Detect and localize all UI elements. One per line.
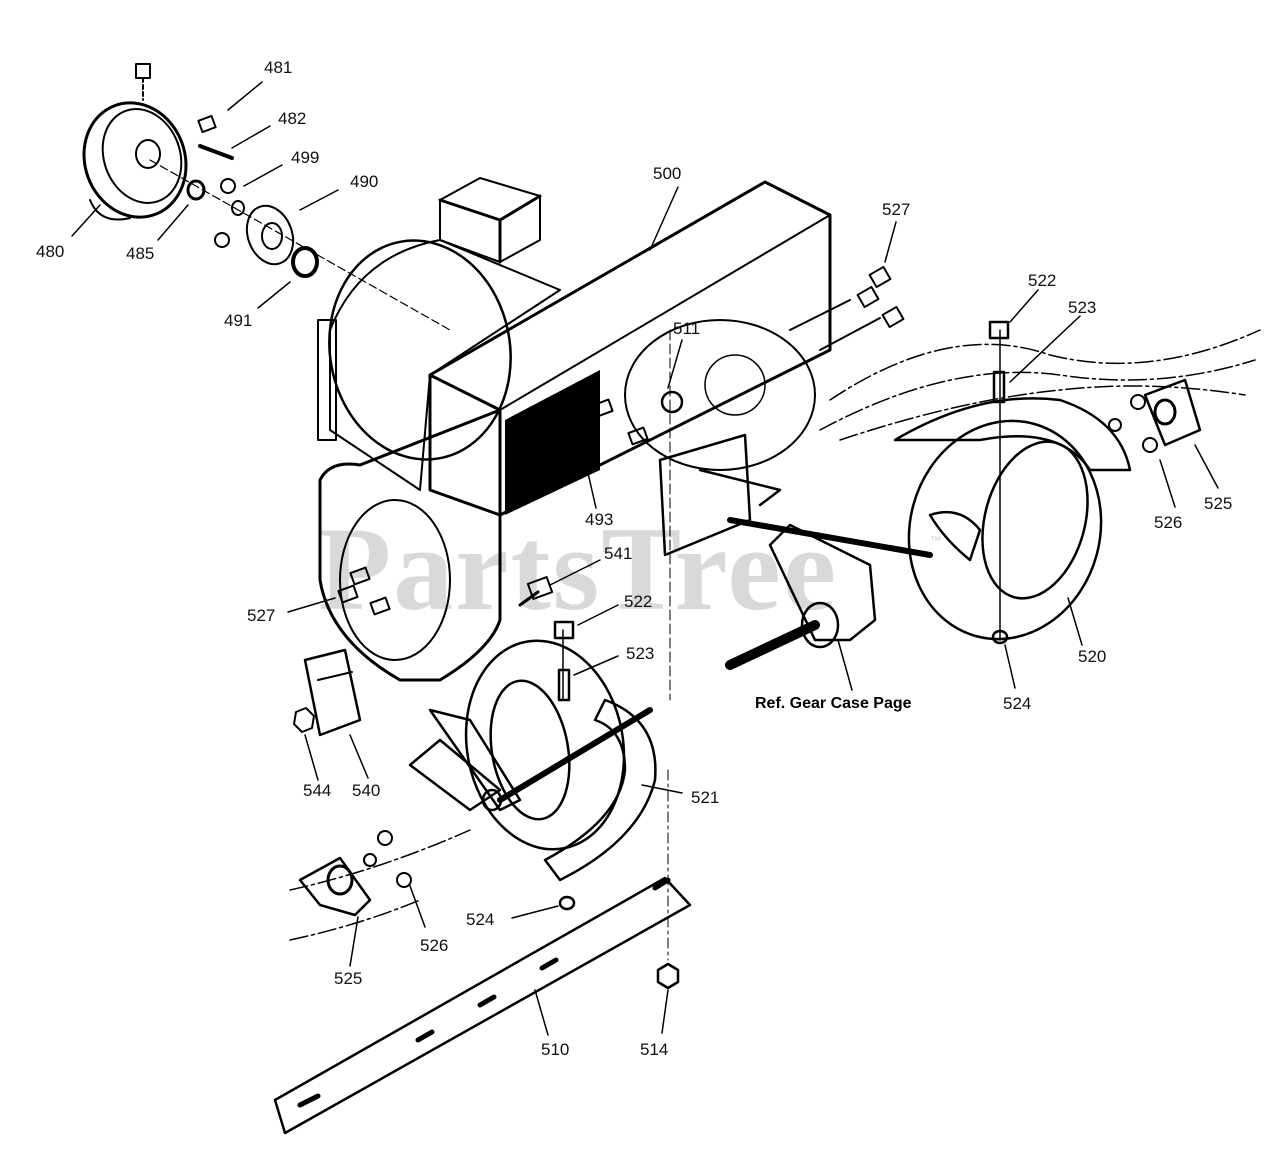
callout-525-left: 525 [334, 969, 363, 988]
callout-500: 500 [653, 164, 682, 183]
callout-527-right: 527 [882, 200, 911, 219]
callout-485: 485 [126, 244, 155, 263]
callout-522-left: 522 [624, 592, 653, 611]
callout-499: 499 [291, 148, 320, 167]
scraper-bar-510 [273, 876, 692, 1135]
auger-housing-500 [317, 177, 832, 682]
callout-544: 544 [303, 781, 332, 800]
callout-493: 493 [585, 510, 614, 529]
callout-540: 540 [352, 781, 381, 800]
callout-524-right: 524 [1003, 694, 1032, 713]
callout-520: 520 [1078, 647, 1107, 666]
auger-521 [408, 620, 669, 961]
callout-511: 511 [673, 319, 701, 338]
callout-526-right: 526 [1154, 513, 1183, 532]
callout-527-left: 527 [247, 606, 276, 625]
gear-case-reference-note: Ref. Gear Case Page [755, 695, 912, 712]
callout-490: 490 [350, 172, 379, 191]
callout-482: 482 [278, 109, 307, 128]
leader-lines [71, 81, 1219, 1036]
callout-480: 480 [36, 242, 65, 261]
watermark-trademark: ™ [930, 535, 941, 547]
callout-481: 481 [264, 58, 293, 77]
gear-case [658, 329, 933, 701]
callout-521: 521 [691, 788, 720, 807]
callout-491: 491 [224, 311, 253, 330]
callout-526-left: 526 [420, 936, 449, 955]
callout-523-right: 523 [1068, 298, 1097, 317]
bolts-527-right [789, 265, 905, 351]
callout-525-right: 525 [1204, 494, 1233, 513]
callout-522-right: 522 [1028, 271, 1057, 290]
callout-514: 514 [640, 1040, 669, 1059]
callout-541: 541 [604, 544, 633, 563]
callout-524-left: 524 [466, 910, 495, 929]
auger-520 [893, 320, 1132, 645]
callout-510: 510 [541, 1040, 570, 1059]
pulley-480 [82, 101, 188, 221]
callout-523-left: 523 [626, 644, 655, 663]
